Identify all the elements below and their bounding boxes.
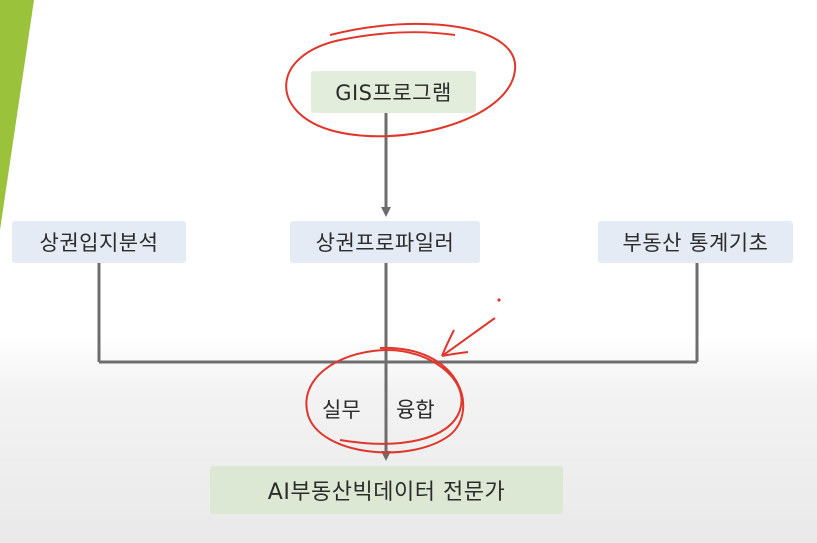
node-ai-real-estate-bigdata-expert-label: AI부동산빅데이터 전문가 xyxy=(267,480,506,505)
label-convergence: 융합 xyxy=(396,398,435,422)
label-practical: 실무 xyxy=(322,398,361,422)
accent-wedge-shape xyxy=(0,0,34,230)
annotation-arrow-mark xyxy=(441,317,496,357)
node-gis-program-label: GIS프로그램 xyxy=(335,81,452,105)
node-gis-program: GIS프로그램 xyxy=(311,71,476,113)
node-real-estate-statistics-basics: 부동산 통계기초 xyxy=(598,221,793,263)
annotation-circle-top xyxy=(285,22,517,138)
annotation-dot xyxy=(497,298,501,302)
annotation-circle-bottom xyxy=(305,346,465,454)
node-commercial-profiler: 상권프로파일러 xyxy=(290,221,480,263)
node-commercial-profiler-label: 상권프로파일러 xyxy=(315,231,455,255)
node-commercial-location-analysis: 상권입지분석 xyxy=(12,221,186,263)
accent-wedge xyxy=(0,0,34,230)
node-ai-real-estate-bigdata-expert: AI부동산빅데이터 전문가 xyxy=(210,466,563,514)
node-commercial-location-analysis-label: 상권입지분석 xyxy=(39,231,159,255)
node-real-estate-statistics-basics-label: 부동산 통계기초 xyxy=(622,231,769,255)
